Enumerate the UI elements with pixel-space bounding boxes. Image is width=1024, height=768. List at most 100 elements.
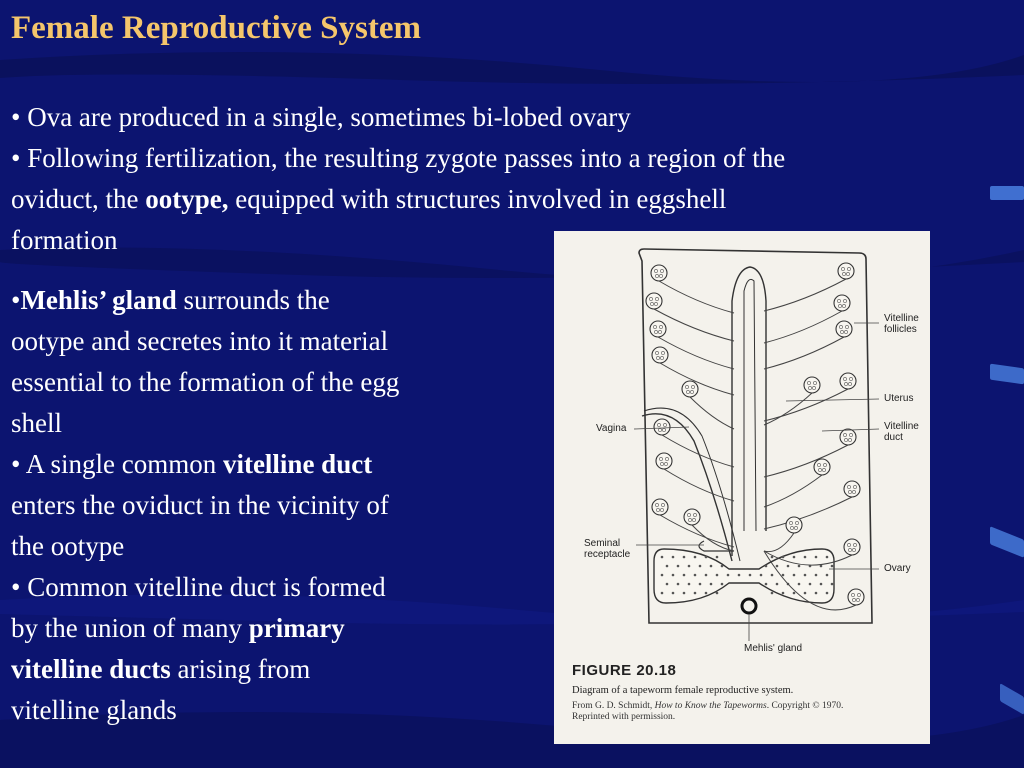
figure-number: FIGURE 20.18 [572,662,677,679]
ovary-dot [759,573,763,577]
bullet-common-line2: by the union of many primary [11,608,531,649]
ovary-dot [819,564,823,568]
ovary-dot [682,591,686,595]
duct-branch [763,532,795,553]
duct-branch [763,444,849,478]
label-line: Seminal [584,538,621,549]
ovary-dot [830,564,834,568]
label-uterus: Uterus [884,393,914,404]
label-vitelline-follicles: Vitelline follicles [884,313,919,335]
label-line: Vitelline [884,421,919,432]
label-line: duct [884,432,903,443]
duct-branch [691,524,735,552]
ovary-dot [825,591,829,595]
duct-branch [763,550,857,611]
follicle [843,538,861,556]
text: by the union of many [11,613,249,643]
follicle [847,588,865,606]
ovary-dot [825,573,829,577]
follicle [835,320,853,338]
book-title: How to Know the Tapeworms [654,701,767,711]
duct-branch [763,496,853,530]
ovary-dot [693,573,697,577]
ovary-dot [704,555,708,559]
duct-branch [763,278,847,312]
follicle [803,376,821,394]
follicle [839,372,857,390]
bullet-common-line3: vitelline ducts arising from [11,649,531,690]
follicle [843,480,861,498]
duct-branch [763,388,849,422]
tapeworm-figure: Vitelline follicles Uterus Vitelline duc… [554,231,930,744]
ovary-dot [715,591,719,595]
ovary-dot [665,582,669,586]
ovary-dot [660,573,664,577]
ovary-dot [671,573,675,577]
duct-branch [658,280,735,314]
text: From G. D. Schmidt, [572,701,655,711]
follicle [681,380,699,398]
ovary-dot [770,591,774,595]
proglottid-outline [638,248,873,624]
ovary-dot [830,582,834,586]
ovary-dot [660,591,664,595]
duct-branch [653,308,735,342]
ovary-dot [781,591,785,595]
label-mehlis-gland: Mehlis' gland [744,643,803,654]
ovary-dot [682,573,686,577]
term-vitelline-duct: vitelline duct [222,449,373,479]
bullet-mehlis-line4: shell [11,408,62,438]
label-line: Vitelline [884,313,919,324]
ovary-dot [698,582,702,586]
ovary-dot [764,564,768,568]
ovary-dot [814,573,818,577]
text: arising from [170,654,311,684]
ovary [653,548,835,604]
label-vitelline-duct: Vitelline duct [884,421,919,443]
bullet-duct-line2: enters the oviduct in the vicinity of [11,490,389,520]
text: • A single common [11,449,223,479]
follicle [683,508,701,526]
ovary-dot [814,555,818,559]
ovary-dot [709,582,713,586]
bullet-common-line4: vitelline glands [11,695,177,725]
follicle [833,294,851,312]
follicle [651,498,669,516]
seminal-receptacle [698,540,734,552]
bullet-mehlis-line1: •Mehlis’ gland surrounds the [11,280,531,321]
duct-branch [657,336,735,370]
ovary-dot [665,564,669,568]
ovary-dot [770,573,774,577]
ovary-dot [808,582,812,586]
ovary-dot [814,591,818,595]
follicle [839,428,857,446]
ovary-dot [715,573,719,577]
ovary-dot [786,564,790,568]
follicle [645,292,663,310]
ovary-dot [792,555,796,559]
bullet-fertilization-line1: • Following fertilization, the resulting… [11,143,786,173]
ovary-dot [715,555,719,559]
duct-branch [763,392,813,426]
ovary-dot [726,573,730,577]
ovary-dot [781,573,785,577]
follicle [837,262,855,280]
ovary-dot [803,591,807,595]
duct-branch [659,514,735,548]
term-primary: primary [248,613,345,643]
ovary-dot [687,582,691,586]
ovary-dot [797,582,801,586]
bullet-common-line1: • Common vitelline duct is formed [11,572,386,602]
tapeworm-diagram [633,248,880,641]
ovary-dot [676,564,680,568]
ovary-dot [825,555,829,559]
ovary-dot [792,591,796,595]
ovary-dot [803,573,807,577]
duct-branch [763,310,843,344]
duct-branch [763,550,853,566]
follicle [785,516,803,534]
label-ovary: Ovary [884,563,911,574]
ovary-dot [704,573,708,577]
bullet-mark: • [11,285,21,315]
follicle [655,452,673,470]
